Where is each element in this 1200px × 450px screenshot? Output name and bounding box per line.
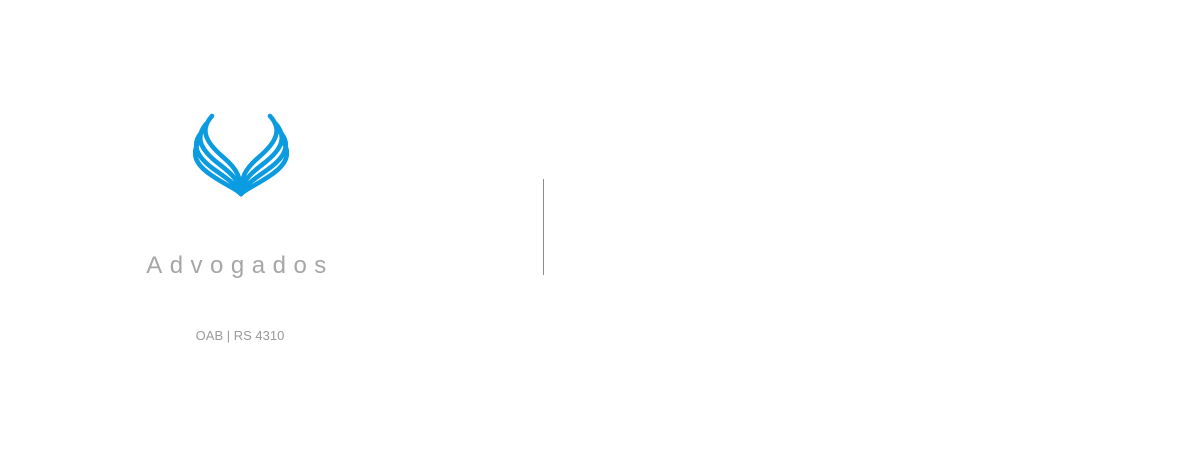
brand-name: Advogados: [146, 252, 334, 279]
registration-number: OAB | RS 4310: [195, 328, 285, 343]
wings-logo-icon: [192, 112, 290, 198]
vertical-divider: [543, 179, 544, 275]
